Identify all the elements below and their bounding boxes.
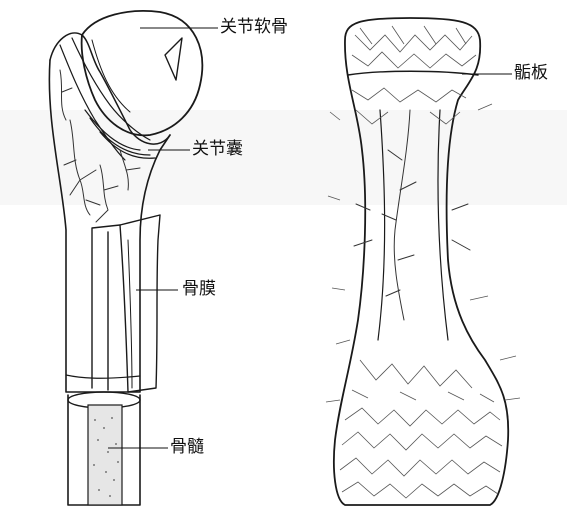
label-bone-marrow: 骨髓 [170,439,204,456]
spongy-bone-top [352,26,476,124]
cartilage-highlight [165,38,182,80]
bone-marrow-core [88,405,122,505]
leader-lines-left [108,28,218,448]
stripped-cortex [92,225,120,390]
section-outline [334,18,508,505]
label-joint-capsule: 关节囊 [192,141,243,158]
humerus-external-view [49,11,202,505]
bone-longitudinal-section [326,18,520,505]
background-band [0,110,567,205]
label-articular-cartilage: 关节软骨 [220,19,288,36]
label-epiphyseal-plate: 骺板 [514,65,548,82]
label-periosteum: 骨膜 [182,281,216,298]
epiphyseal-plate-line [348,71,478,75]
spongy-bone-bottom [340,360,502,498]
